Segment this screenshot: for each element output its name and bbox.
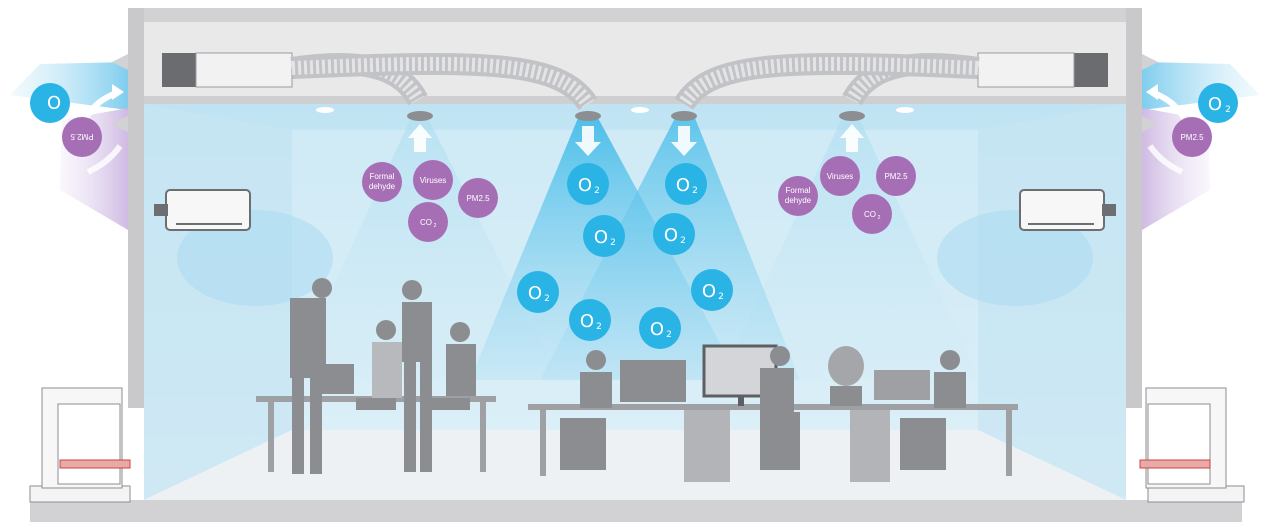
- svg-text:CO: CO: [864, 210, 876, 219]
- exhaust-bubble-pm25-right: PM2.5: [1172, 117, 1212, 157]
- svg-text:O: O: [594, 227, 608, 248]
- pollutant-bubble-pm25-left: PM2.5: [458, 178, 498, 218]
- svg-text:O: O: [664, 225, 678, 246]
- air-duct-icon: [162, 52, 1108, 111]
- svg-text:2: 2: [596, 322, 602, 332]
- svg-text:CO: CO: [420, 218, 432, 227]
- svg-text:2: 2: [434, 223, 437, 229]
- potted-plant-icon: [828, 346, 864, 406]
- wall-ac-unit-icon: [154, 189, 1116, 231]
- svg-text:2: 2: [692, 186, 698, 196]
- svg-text:O: O: [650, 319, 664, 340]
- svg-text:PM2.5: PM2.5: [884, 172, 908, 181]
- office-worker-icon: [290, 278, 966, 474]
- flow-arrows: [408, 124, 864, 156]
- svg-text:2: 2: [1225, 105, 1231, 115]
- svg-text:2: 2: [878, 215, 881, 221]
- svg-text:PM2.5: PM2.5: [70, 132, 94, 141]
- ceiling-line: [144, 96, 1126, 104]
- computer-monitor-icon: [314, 344, 930, 406]
- svg-text:dehyde: dehyde: [785, 196, 812, 205]
- svg-text:Viruses: Viruses: [827, 172, 854, 181]
- exhaust-bubble-o2-right: O 2: [1198, 83, 1238, 123]
- exhaust-bubble-o2-left: O: [30, 83, 70, 123]
- svg-text:O: O: [580, 311, 594, 332]
- pollutant-bubble-pm25-right: PM2.5: [876, 156, 916, 196]
- pollutant-bubble-co2-right: CO 2: [852, 194, 892, 234]
- svg-text:O: O: [47, 91, 61, 112]
- svg-text:2: 2: [718, 292, 724, 302]
- room-floor: [144, 430, 1126, 500]
- right-extract-beam: [720, 118, 980, 380]
- outdoor-fresh-air-unit-icon: [29, 387, 1245, 503]
- svg-text:2: 2: [666, 330, 672, 340]
- svg-text:2: 2: [544, 294, 550, 304]
- pollutant-bubble-viruses-left: Viruses: [413, 160, 453, 200]
- svg-text:Formal: Formal: [786, 186, 811, 195]
- exhaust-bubble-pm25-left: PM2.5: [62, 117, 102, 157]
- left-extract-beam: [290, 118, 560, 380]
- svg-text:2: 2: [680, 236, 686, 246]
- svg-text:Viruses: Viruses: [420, 176, 447, 185]
- roof-slab: [128, 8, 1142, 22]
- pollutant-bubble-co2-left: CO 2: [408, 202, 448, 242]
- svg-text:2: 2: [594, 186, 600, 196]
- right-outer-wall: [1126, 8, 1142, 408]
- left-ac-airflow: [177, 210, 333, 306]
- svg-text:O: O: [1208, 94, 1222, 115]
- pollutant-bubble-viruses-right: Viruses: [820, 156, 860, 196]
- svg-text:O: O: [702, 281, 716, 302]
- right-ac-airflow: [937, 210, 1093, 306]
- svg-text:2: 2: [610, 238, 616, 248]
- floor-slab: [30, 500, 1242, 522]
- svg-text:dehyde: dehyde: [369, 182, 396, 191]
- svg-text:O: O: [578, 175, 592, 196]
- svg-text:PM2.5: PM2.5: [1180, 133, 1204, 142]
- pollutant-bubble-formaldehyde-left: Formal dehyde: [362, 162, 402, 202]
- svg-text:PM2.5: PM2.5: [466, 194, 490, 203]
- svg-text:O: O: [676, 175, 690, 196]
- left-outer-wall: [128, 8, 144, 408]
- pollutant-bubble-formaldehyde-right: Formal dehyde: [778, 176, 818, 216]
- ceiling-diffuser-icon: [316, 107, 914, 121]
- svg-text:O: O: [528, 283, 542, 304]
- svg-text:Formal: Formal: [370, 172, 395, 181]
